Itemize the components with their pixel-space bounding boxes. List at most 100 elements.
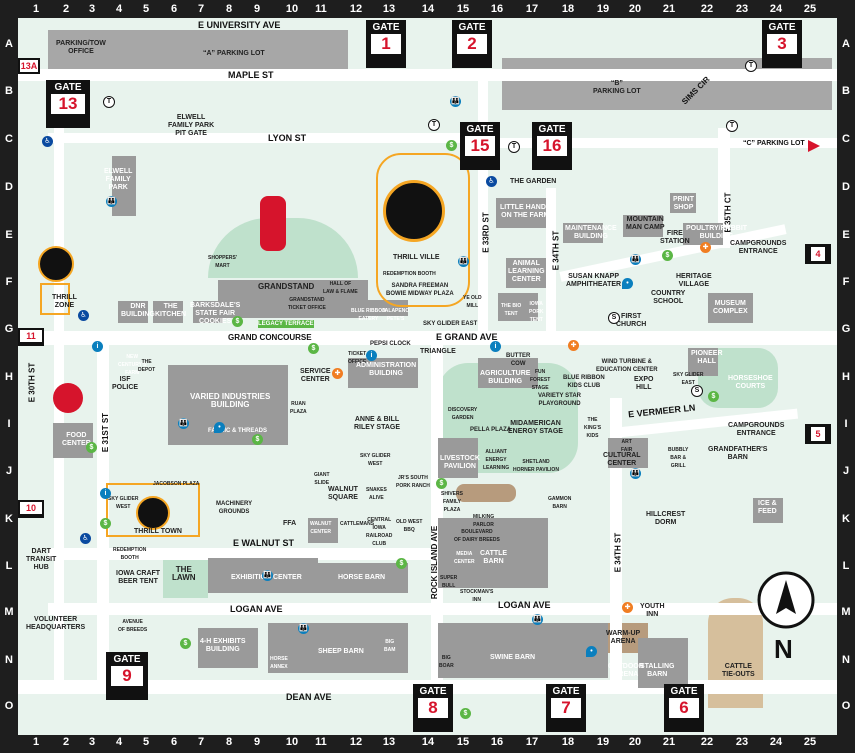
atm-icon[interactable]: $ [308, 343, 319, 354]
label-the-garden[interactable]: THE GARDEN [510, 178, 557, 185]
info-icon[interactable]: i [100, 488, 111, 499]
label-a-parking-lot[interactable]: “A” PARKING LOT [203, 50, 265, 57]
label-swine-barn[interactable]: SWINE BARN [490, 654, 536, 661]
atm-icon[interactable]: $ [86, 442, 97, 453]
water-station-icon[interactable]: • [214, 422, 225, 433]
atm-icon[interactable]: $ [662, 250, 673, 261]
atm-icon[interactable]: $ [252, 434, 263, 445]
first-aid-icon[interactable]: ✚ [622, 602, 633, 613]
atm-icon[interactable]: $ [180, 638, 191, 649]
tram-stop-icon[interactable]: T [726, 120, 738, 132]
label-thrill-town[interactable]: THRILL TOWN [134, 528, 182, 535]
restroom-icon[interactable]: 👪 [262, 570, 273, 581]
gate-10[interactable]: 10 [18, 500, 44, 518]
restroom-icon[interactable]: 👪 [450, 96, 461, 107]
label-legacy-terrace[interactable]: LEGACY TERRACE [258, 320, 314, 328]
label-redemption-booth[interactable]: REDEMPTION BOOTH [383, 271, 436, 277]
info-icon[interactable]: i [92, 341, 103, 352]
accessible-icon[interactable]: ♿ [42, 136, 53, 147]
gate-11[interactable]: 11 [18, 328, 44, 346]
restroom-icon[interactable]: 👪 [178, 418, 189, 429]
atm-icon[interactable]: $ [100, 518, 111, 529]
first-aid-icon[interactable]: ✚ [700, 242, 711, 253]
restroom-icon[interactable]: 👪 [532, 614, 543, 625]
label-thrill-ville[interactable]: THRILL VILLE [393, 254, 440, 261]
fairgrounds-map[interactable]: E UNIVERSITY AVE MAPLE ST LYON ST SIMS C… [18, 18, 837, 735]
label-wind-turbine[interactable]: WIND TURBINE &EDUCATION CENTER [596, 359, 658, 373]
water-station-icon[interactable]: • [586, 646, 597, 657]
restroom-icon[interactable]: 👪 [458, 256, 469, 267]
label-horse-barn[interactable]: HORSE BARN [338, 574, 386, 581]
